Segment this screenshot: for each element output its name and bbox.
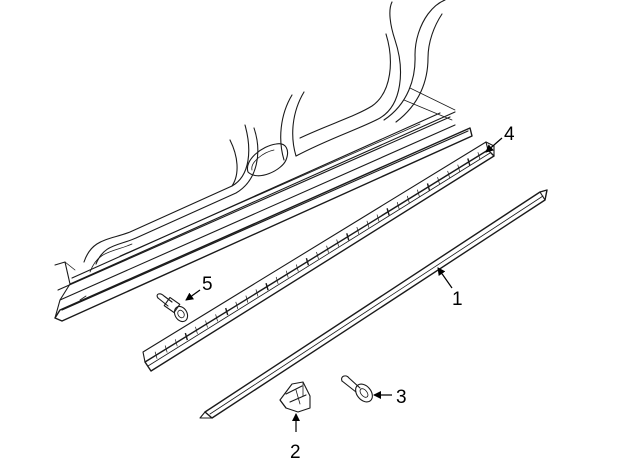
rocker-molding-part-1 (199, 189, 548, 419)
molding-tick (305, 258, 310, 266)
molding-tick (174, 339, 178, 347)
molding-tick (477, 152, 481, 160)
molding-tick (346, 233, 350, 241)
molding-tick (417, 189, 420, 197)
molding-tick (275, 276, 279, 285)
molding-tick (285, 270, 289, 278)
callout-3: 3 (396, 387, 407, 408)
molding-clip-ticks (154, 152, 481, 359)
clip-part-2 (279, 381, 311, 413)
molding-tick (184, 332, 189, 341)
molding-tick (205, 320, 208, 328)
molding-tick (255, 289, 259, 297)
callout-2: 2 (290, 442, 301, 463)
molding-tick (235, 301, 239, 309)
stud-part-5 (156, 293, 189, 323)
push-pin-part-3 (341, 375, 373, 403)
molding-tick (326, 245, 329, 253)
molding-tick (195, 326, 198, 334)
leader-4 (485, 137, 503, 153)
rocker-panel-body (54, 0, 473, 322)
molding-tick (376, 214, 380, 222)
callout-4: 4 (504, 124, 515, 145)
leader-1 (437, 267, 453, 289)
molding-tick (215, 314, 218, 322)
molding-tick (225, 307, 229, 316)
leader-lines (185, 137, 503, 432)
molding-tick (295, 264, 299, 272)
molding-tick (467, 158, 471, 166)
molding-tick (265, 282, 269, 291)
callout-labels: 1 2 3 4 5 (202, 124, 515, 463)
molding-tick (437, 177, 440, 185)
molding-tick (426, 183, 431, 191)
leader-5 (185, 289, 201, 301)
callout-5: 5 (202, 274, 213, 295)
molding-tick (316, 251, 319, 260)
molding-tick (154, 351, 158, 359)
molding-tick (336, 239, 340, 247)
molding-tick (406, 195, 410, 203)
callout-1: 1 (452, 289, 463, 310)
molding-tick (396, 202, 400, 210)
molding-tick (447, 170, 450, 179)
molding-tick (356, 226, 360, 235)
molding-tick (245, 295, 249, 303)
molding-tick (366, 220, 370, 228)
molding-tick (386, 208, 390, 216)
molding-tick (164, 345, 168, 353)
molding-tick (457, 164, 461, 172)
